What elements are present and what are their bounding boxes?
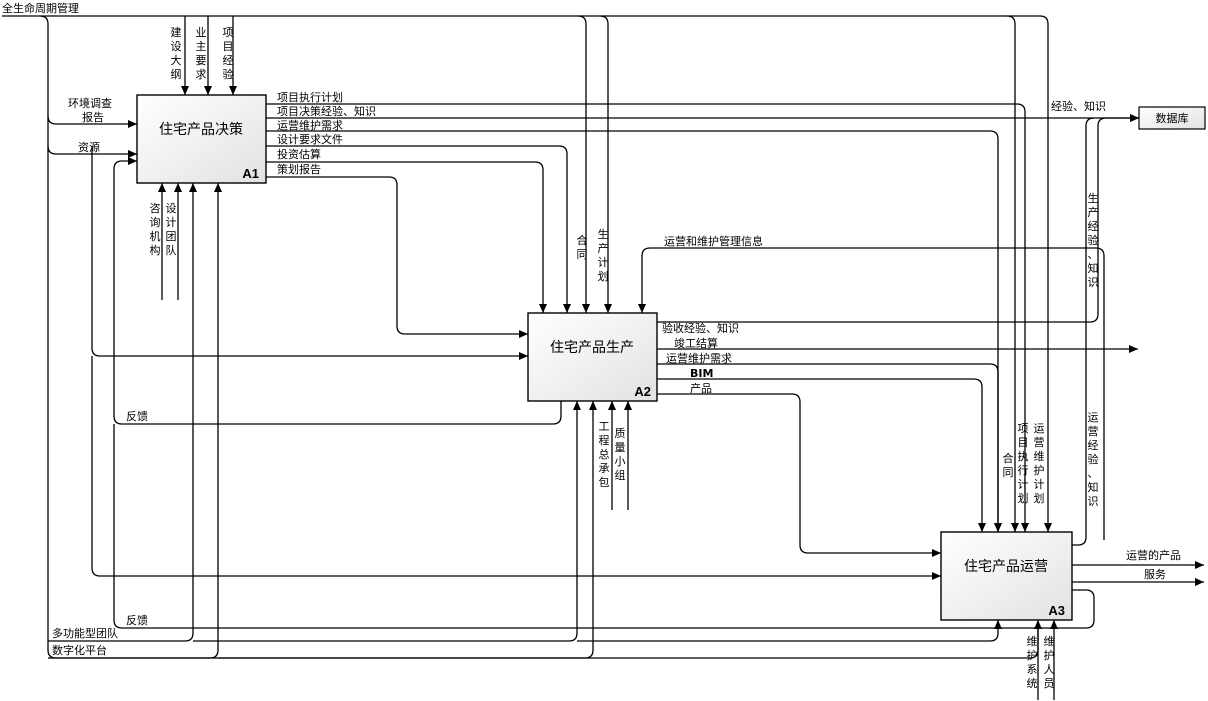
label-resource: 资源 — [78, 140, 100, 154]
label-prod-exp: 生产经验、知识 — [1088, 191, 1099, 289]
label-env-1: 环境调查 — [68, 96, 112, 110]
box-a2-code: A2 — [634, 384, 651, 399]
arrow-team-a1 — [48, 183, 197, 642]
arrow-env-a1 — [47, 115, 137, 128]
box-a2: 住宅产品生产 A2 — [527, 312, 658, 402]
arrow-a2-out-bim — [657, 378, 986, 532]
database-label: 数据库 — [1156, 111, 1189, 125]
label-a2-control-2: 生产计划 — [598, 227, 609, 283]
label-a3-control-2: 项目执行计划 — [1018, 422, 1029, 505]
label-a2-control-1: 合同 — [577, 233, 588, 261]
label-a1-out-2: 项目决策经验、知识 — [277, 104, 376, 118]
arrow-platform-a2 — [218, 401, 597, 659]
box-a1-name: 住宅产品决策 — [159, 121, 243, 138]
label-ops-exp: 运营经验、知识 — [1088, 411, 1099, 508]
arrow-a1-out-plan — [266, 103, 1029, 532]
arrow-a3-out-ops-exp — [1072, 117, 1095, 546]
label-a2-out-3: 运营维护需求 — [666, 351, 732, 365]
label-a3-mech-2: 维护人员 — [1044, 635, 1055, 690]
label-lifecycle: 全生命周期管理 — [2, 1, 79, 15]
label-a1-out-1: 项目执行计划 — [277, 90, 343, 104]
label-a3-out-1: 运营的产品 — [1126, 548, 1181, 562]
label-a2-out-2: 竣工结算 — [674, 336, 718, 350]
arrow-lifecycle-top — [2, 15, 1052, 532]
label-a1-out-6: 策划报告 — [277, 162, 321, 176]
label-team: 多功能型团队 — [52, 626, 118, 640]
arrow-lifecycle-a3-contract — [1006, 15, 1019, 532]
box-a1: 住宅产品决策 A1 — [136, 94, 267, 184]
label-a3-out-2: 服务 — [1144, 568, 1166, 581]
arrow-a2-out-ops-need — [657, 363, 1002, 532]
arrow-a2-out-product — [657, 393, 941, 557]
connector-lines — [2, 15, 1204, 700]
arrow-team-a2 — [193, 401, 581, 642]
label-a2-out-4: BIM — [690, 367, 713, 380]
box-a3: 住宅产品运营 A3 — [940, 531, 1073, 621]
label-a1-out-4: 设计要求文件 — [277, 132, 343, 146]
label-feedback-2: 反馈 — [126, 614, 148, 627]
label-a2-out-5: 产品 — [690, 381, 712, 395]
arrow-platform-a1 — [48, 183, 222, 659]
label-a2-mech-1: 工程总承包 — [599, 420, 610, 489]
label-env-2: 报告 — [82, 110, 104, 124]
database-box: 数据库 — [1138, 106, 1206, 130]
label-a1-control-2: 业主要求 — [196, 26, 207, 81]
label-platform: 数字化平台 — [52, 643, 107, 657]
label-a1-control-3: 项目经验 — [223, 26, 234, 81]
arrow-ops-info — [638, 247, 1105, 540]
arrow-a1-out-ops-need — [266, 130, 1002, 532]
label-a1-out-5: 投资估算 — [277, 147, 321, 161]
arrow-feedback-a2 — [113, 157, 562, 425]
arrow-feedback-a3 — [113, 424, 1095, 629]
label-a2-out-1: 验收经验、知识 — [662, 321, 739, 335]
vertical-labels: 建设大纲业主要求项目经验咨询机构设计团队合同生产计划工程总承包质量小组生产经验、… — [150, 25, 1099, 690]
label-a3-control-3: 运营维护计划 — [1034, 422, 1045, 505]
label-a1-control-1: 建设大纲 — [171, 25, 182, 81]
arrow-a1-out-report — [266, 176, 528, 338]
diagram-labels: 全生命周期管理 环境调查 报告 资源 反馈 反馈 多功能型团队 数字化平台 项目… — [2, 1, 1181, 657]
label-exp-knowledge: 经验、知识 — [1051, 99, 1106, 113]
arrow-a1-out-invest — [266, 161, 547, 313]
box-a3-code: A3 — [1048, 603, 1065, 618]
box-a3-name: 住宅产品运营 — [964, 559, 1048, 575]
label-feedback-1: 反馈 — [126, 410, 148, 423]
label-a3-control-1: 合同 — [1003, 451, 1014, 479]
label-a3-mech-1: 维护系统 — [1027, 635, 1038, 690]
arrow-lifecycle-a2-contract — [577, 15, 590, 313]
label-a1-out-3: 运营维护需求 — [277, 118, 343, 132]
arrow-lifecycle-a2-plan — [599, 15, 612, 313]
label-a2-mech-2: 质量小组 — [615, 427, 626, 482]
label-ops-info: 运营和维护管理信息 — [664, 234, 763, 248]
box-a1-code: A1 — [242, 166, 259, 181]
box-a2-name: 住宅产品生产 — [550, 340, 634, 356]
arrow-resource-a3 — [91, 356, 941, 580]
label-a1-mech-1: 咨询机构 — [150, 201, 161, 257]
arrow-a2-out-acceptance — [657, 114, 1139, 323]
arrow-resource-a1 — [47, 145, 137, 158]
arrow-team-a3 — [577, 620, 1002, 642]
label-a1-mech-2: 设计团队 — [166, 202, 177, 257]
arrow-resource-a2 — [91, 146, 528, 360]
arrow-lifecycle-left — [39, 15, 1039, 659]
arrow-a1-out-design — [266, 145, 571, 313]
